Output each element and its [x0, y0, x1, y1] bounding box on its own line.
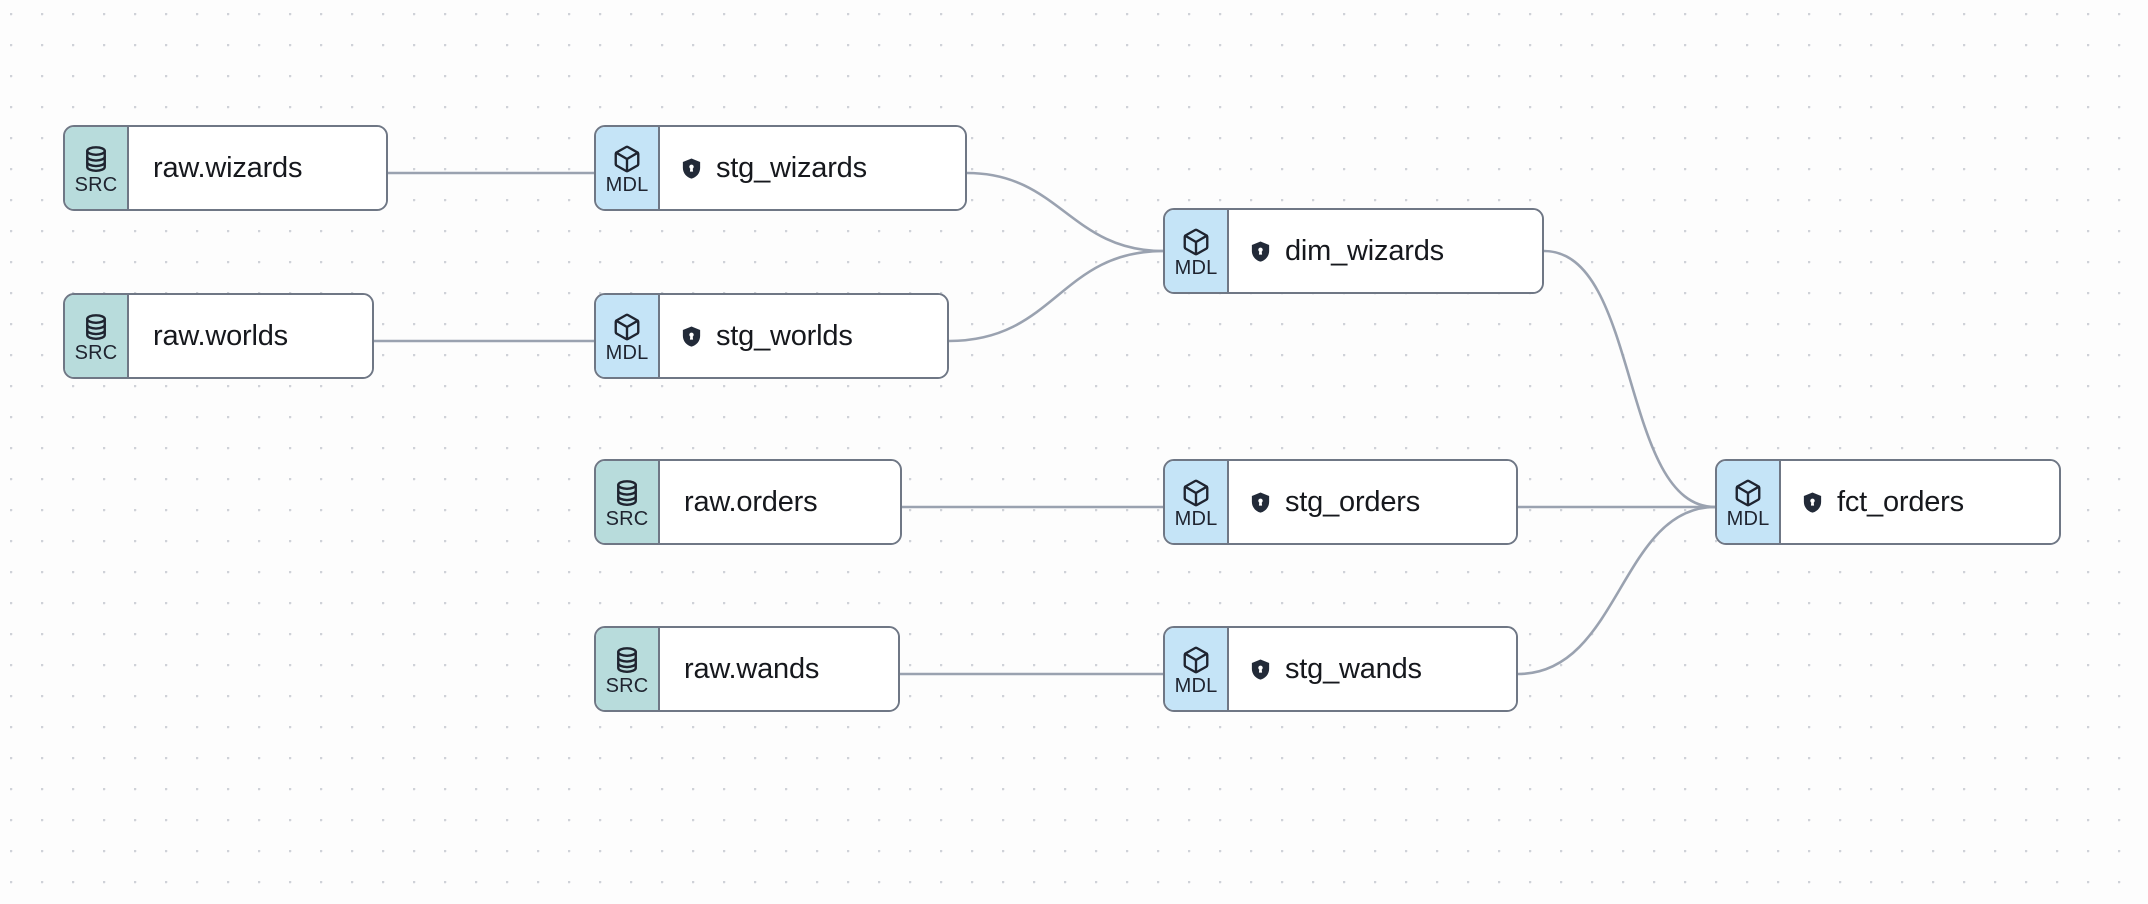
- node-label: fct_orders: [1837, 485, 1964, 518]
- node-type-badge: MDL: [596, 295, 660, 377]
- cube-icon: [1181, 478, 1211, 508]
- node-type-badge: MDL: [1165, 628, 1229, 710]
- node-body: stg_wands: [1229, 628, 1516, 710]
- node-type-badge: MDL: [596, 127, 660, 209]
- edge-stg_wizards-to-dim_wizards[interactable]: [965, 171, 1165, 253]
- node-label: raw.wizards: [153, 151, 303, 184]
- node-type-label: MDL: [605, 173, 649, 196]
- node-body: raw.orders: [660, 461, 900, 543]
- node-type-label: MDL: [1726, 507, 1770, 530]
- node-label: raw.worlds: [153, 319, 288, 352]
- node-type-badge: SRC: [65, 127, 129, 209]
- cube-icon: [1181, 227, 1211, 257]
- node-raw_wands[interactable]: SRC raw.wands: [594, 626, 900, 712]
- database-icon: [81, 144, 111, 174]
- node-raw_wizards[interactable]: SRC raw.wizards: [63, 125, 388, 211]
- database-icon: [612, 478, 642, 508]
- node-label: raw.orders: [684, 485, 818, 518]
- lock-shield-icon: [1249, 491, 1272, 514]
- node-label: stg_wands: [1285, 652, 1422, 685]
- node-type-badge: MDL: [1165, 461, 1229, 543]
- cube-icon: [1181, 645, 1211, 675]
- lock-shield-icon: [1249, 658, 1272, 681]
- cube-icon: [612, 144, 642, 174]
- cube-icon: [612, 312, 642, 342]
- node-body: stg_wizards: [660, 127, 965, 209]
- lock-shield-icon: [680, 325, 703, 348]
- lock-shield-icon: [1249, 240, 1272, 263]
- cube-icon: [1733, 478, 1763, 508]
- node-type-label: MDL: [1174, 256, 1218, 279]
- node-raw_worlds[interactable]: SRC raw.worlds: [63, 293, 374, 379]
- node-fct_orders[interactable]: MDL fct_orders: [1715, 459, 2061, 545]
- node-type-badge: SRC: [596, 628, 660, 710]
- lock-shield-icon: [680, 157, 703, 180]
- node-stg_wands[interactable]: MDL stg_wands: [1163, 626, 1518, 712]
- node-type-label: SRC: [74, 173, 118, 196]
- node-body: raw.worlds: [129, 295, 372, 377]
- node-body: fct_orders: [1781, 461, 2059, 543]
- node-stg_orders[interactable]: MDL stg_orders: [1163, 459, 1518, 545]
- node-label: stg_worlds: [716, 319, 853, 352]
- node-body: stg_orders: [1229, 461, 1516, 543]
- node-body: dim_wizards: [1229, 210, 1542, 292]
- node-type-label: SRC: [74, 341, 118, 364]
- node-stg_wizards[interactable]: MDL stg_wizards: [594, 125, 967, 211]
- node-label: stg_wizards: [716, 151, 867, 184]
- node-stg_worlds[interactable]: MDL stg_worlds: [594, 293, 949, 379]
- node-type-badge: SRC: [596, 461, 660, 543]
- node-type-label: MDL: [1174, 674, 1218, 697]
- node-body: raw.wizards: [129, 127, 386, 209]
- node-dim_wizards[interactable]: MDL dim_wizards: [1163, 208, 1544, 294]
- node-body: stg_worlds: [660, 295, 947, 377]
- node-type-badge: MDL: [1165, 210, 1229, 292]
- node-label: raw.wands: [684, 652, 820, 685]
- edge-stg_wands-to-fct_orders[interactable]: [1516, 505, 1717, 676]
- node-raw_orders[interactable]: SRC raw.orders: [594, 459, 902, 545]
- node-type-label: SRC: [605, 674, 649, 697]
- node-type-label: MDL: [605, 341, 649, 364]
- node-body: raw.wands: [660, 628, 898, 710]
- node-label: stg_orders: [1285, 485, 1421, 518]
- node-type-label: MDL: [1174, 507, 1218, 530]
- node-label: dim_wizards: [1285, 234, 1444, 267]
- edge-stg_worlds-to-dim_wizards[interactable]: [947, 249, 1165, 343]
- node-type-badge: SRC: [65, 295, 129, 377]
- lock-shield-icon: [1801, 491, 1824, 514]
- database-icon: [612, 645, 642, 675]
- node-type-label: SRC: [605, 507, 649, 530]
- database-icon: [81, 312, 111, 342]
- node-type-badge: MDL: [1717, 461, 1781, 543]
- edge-dim_wizards-to-fct_orders[interactable]: [1542, 249, 1717, 509]
